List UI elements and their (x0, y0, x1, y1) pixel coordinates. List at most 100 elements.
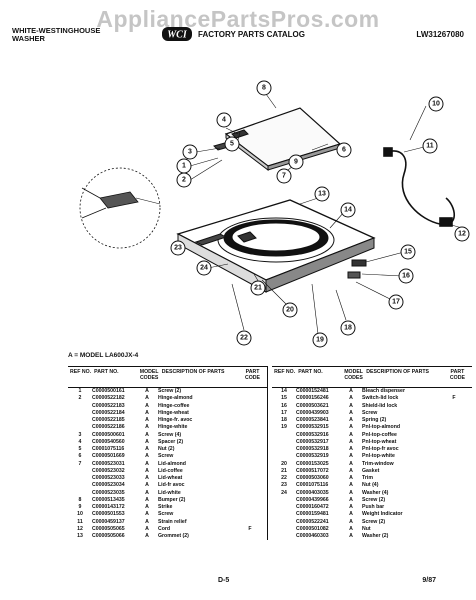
cell-code (236, 475, 264, 482)
cell-part: C0000153025 (296, 460, 329, 467)
cell-model: A (349, 518, 353, 525)
cell-ref: 11 (77, 518, 83, 525)
cell-code (236, 439, 264, 446)
cell-model: A (145, 504, 149, 510)
cell-part: C0000532918 (296, 446, 329, 452)
cell-model: A (349, 424, 353, 431)
callout-bubble (256, 80, 272, 96)
top-panel-assembly (176, 199, 376, 293)
cell-code (236, 395, 264, 402)
cell-ref: 19 (281, 424, 287, 431)
cell-model: A (349, 467, 353, 474)
cell-ref: 14 (281, 388, 287, 394)
cell-desc: Lid-white (158, 489, 181, 496)
cell-desc: Push bar (362, 504, 385, 510)
cell-code (440, 490, 468, 497)
cell-code (440, 388, 468, 395)
cell-desc: Screw (158, 511, 174, 518)
cell-part: C0000523031 (92, 460, 125, 467)
cell-part: C0000500601 (92, 431, 125, 438)
wci-logo-icon: WCI (162, 27, 192, 41)
callout-label: 24 (200, 265, 208, 272)
cell-ref (272, 526, 296, 533)
callout-bubble (250, 280, 266, 296)
cell-model: A (349, 446, 353, 452)
cell-code (440, 497, 468, 504)
cell-part: C0000532915 (296, 424, 329, 431)
cell-code (440, 439, 468, 446)
cell-desc: Cord (158, 525, 171, 532)
callout-label: 14 (344, 207, 352, 214)
cell-ref: 13 (77, 533, 83, 539)
catalog-date: 9/87 (422, 577, 436, 584)
cell-part: C0000160472 (296, 504, 329, 510)
cell-desc: Hinge-coffee (158, 402, 190, 409)
cell-code (236, 511, 264, 518)
cell-desc: Lid-coffee (158, 467, 183, 474)
callout-label: 7 (282, 173, 286, 180)
cell-ref: 20 (281, 460, 287, 467)
cell-model: A (145, 467, 149, 474)
cell-part: C0000523032 (92, 467, 125, 474)
cell-model: A (145, 388, 149, 394)
cell-part: C0000143172 (92, 504, 125, 510)
cell-desc: Trim-window (362, 460, 394, 467)
cell-part: C0000513435 (92, 496, 125, 503)
cell-desc: Switch-lid lock (362, 395, 399, 402)
cell-desc: Bumper (2) (158, 496, 186, 503)
cell-ref: 23 (281, 482, 287, 489)
cell-ref (68, 482, 92, 489)
cell-ref (68, 475, 92, 482)
callout-label: 15 (404, 249, 412, 256)
callout-bubble (388, 294, 404, 310)
cell-ref (68, 410, 92, 417)
page-number: D-5 (218, 577, 230, 584)
cell-code (236, 504, 264, 511)
callout-label: 19 (316, 337, 324, 344)
callout-bubble (398, 268, 414, 284)
callout-bubble (312, 332, 328, 348)
brand-line-2: WASHER (12, 34, 45, 43)
cell-model: A (145, 475, 149, 481)
cell-model: A (145, 533, 149, 539)
cell-part: C0000522184 (92, 409, 125, 416)
cell-desc: Hinge-white (158, 424, 188, 431)
cell-desc: Screw (158, 453, 174, 460)
cell-code (440, 475, 468, 482)
cell-part: C0000501082 (296, 525, 329, 532)
callout-label: 10 (432, 101, 440, 108)
cell-code (236, 403, 264, 410)
cell-code (440, 468, 468, 475)
cell-code (440, 424, 468, 431)
cell-part: C0000501669 (92, 453, 125, 460)
callout-bubble (314, 186, 330, 202)
cell-code (236, 490, 264, 497)
cell-ref: 21 (281, 467, 287, 474)
cell-part: C0000503621 (296, 402, 329, 409)
cell-model: A (145, 518, 149, 525)
cell-model: A (349, 438, 353, 445)
